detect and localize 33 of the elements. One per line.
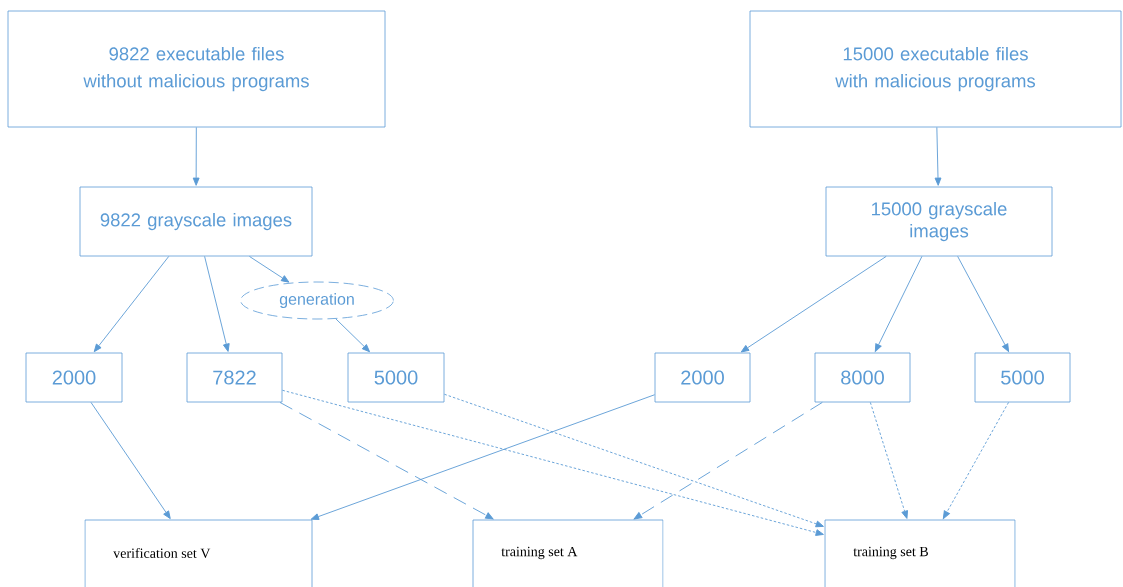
arrow <box>942 401 1009 519</box>
process-box: 15000 grayscale images <box>825 186 1053 257</box>
arrow <box>740 255 887 353</box>
set-label: verification set V <box>113 547 211 559</box>
count-box: 8000 <box>814 352 911 403</box>
set-label: training set B <box>853 546 928 560</box>
set-box <box>84 519 313 587</box>
arrow <box>957 255 1010 352</box>
arrow <box>633 401 823 520</box>
process-box: 9822 grayscale images <box>79 186 313 257</box>
arrow <box>874 255 923 352</box>
source-box: 15000 executable files with malicious programs <box>749 10 1122 128</box>
count-box: 2000 <box>25 352 123 403</box>
arrow <box>204 255 230 352</box>
arrow <box>192 126 200 186</box>
arrow <box>310 394 656 520</box>
arrow <box>335 318 371 353</box>
arrow <box>279 401 494 520</box>
arrow <box>90 401 171 520</box>
arrow <box>248 255 290 283</box>
count-box: 7822 <box>186 352 283 403</box>
arrow <box>934 126 942 186</box>
count-box: 5000 <box>974 352 1071 403</box>
arrow <box>281 389 824 536</box>
arrow <box>93 255 170 353</box>
set-box <box>824 519 1016 587</box>
source-box: 9822 executable files without malicious programs <box>7 10 386 128</box>
arrow <box>443 393 824 528</box>
arrow <box>869 401 908 519</box>
set-label: training set A <box>501 546 578 560</box>
count-box: 5000 <box>347 352 445 403</box>
count-box: 2000 <box>654 352 751 403</box>
set-box <box>472 519 664 587</box>
